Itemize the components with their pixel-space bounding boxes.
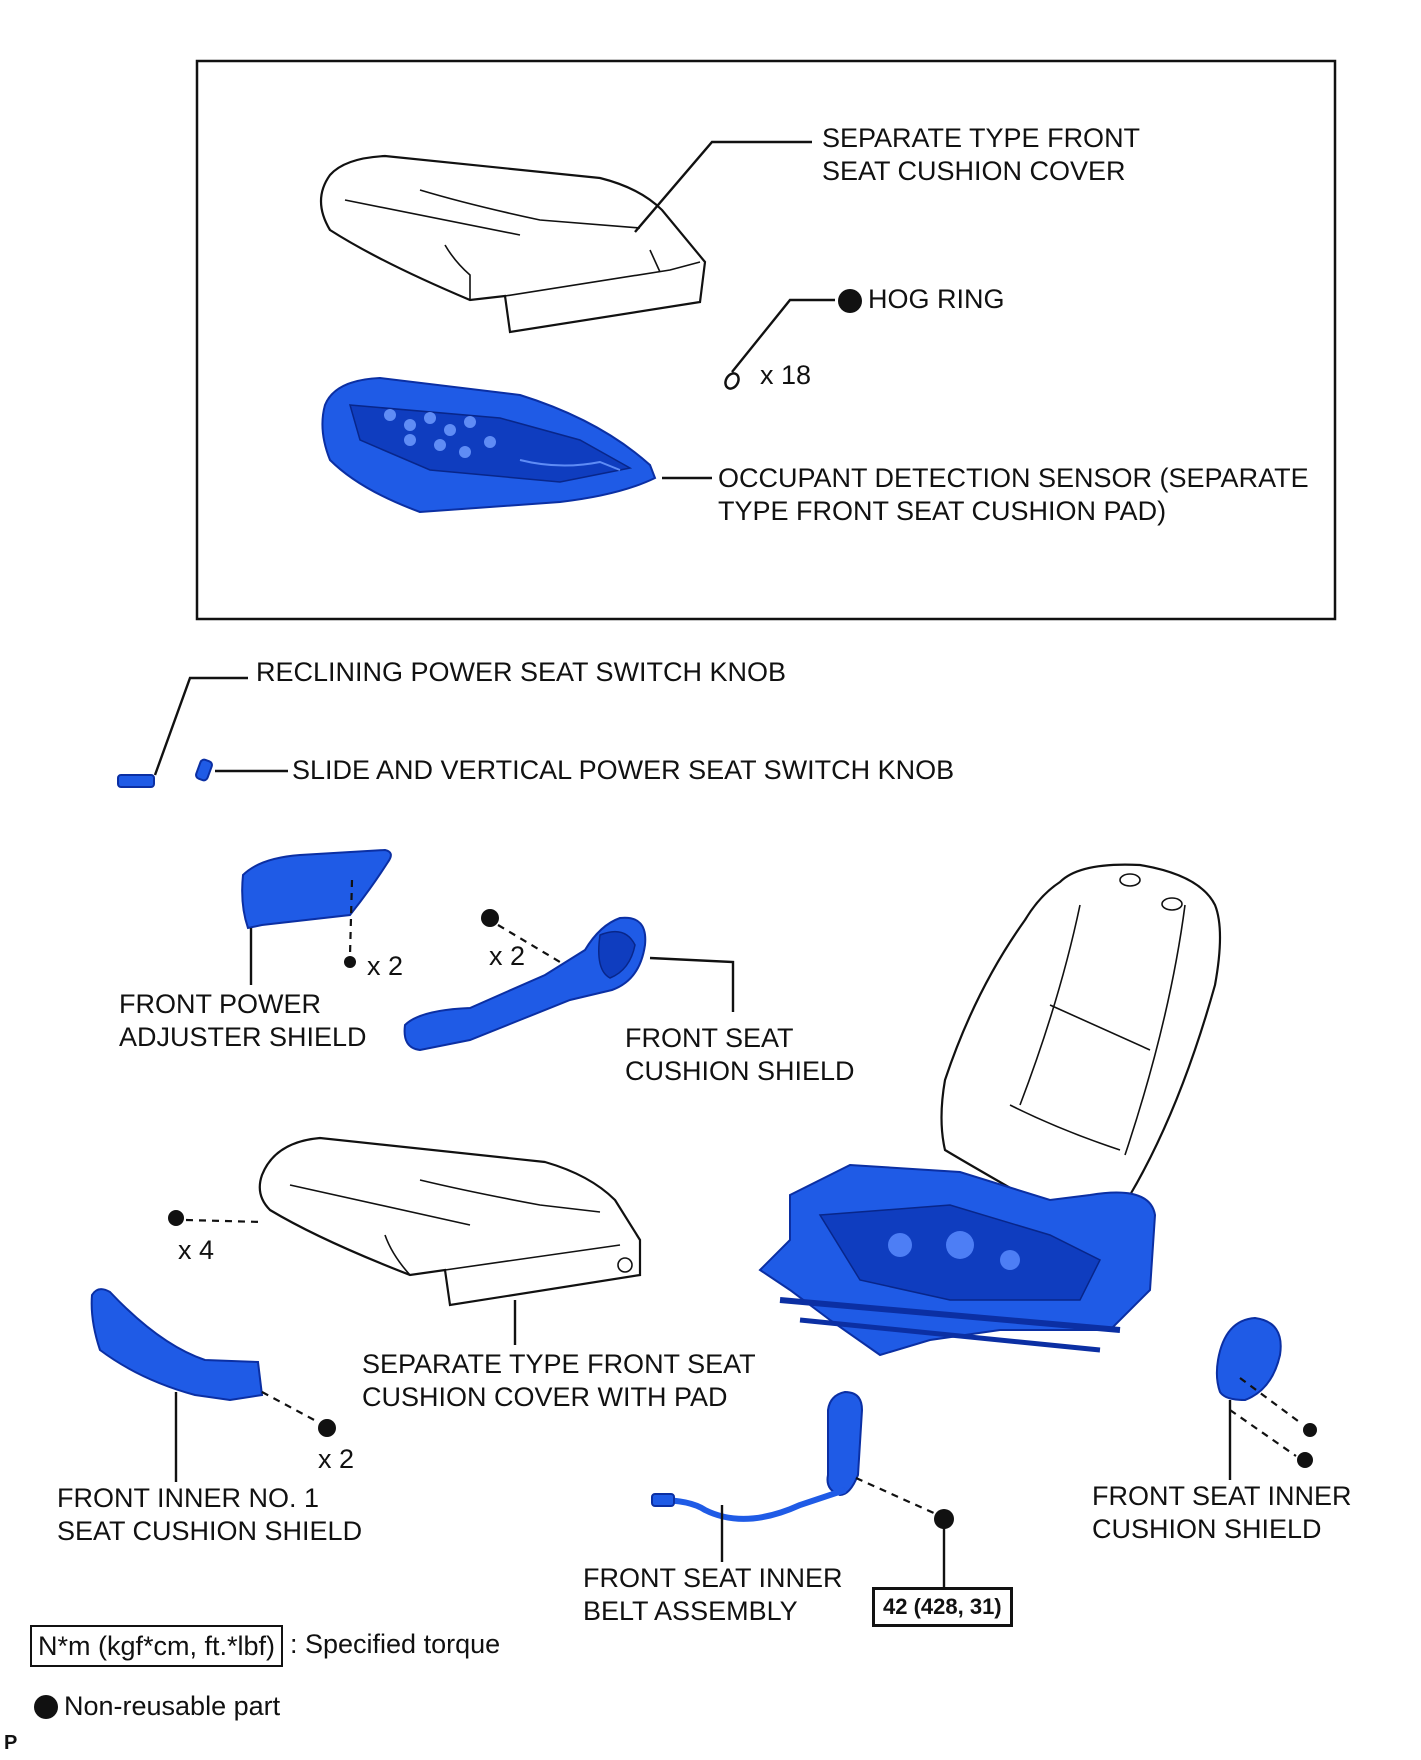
inner-belt-nut-icon xyxy=(934,1509,954,1529)
label-cover-with-pad-line2: CUSHION COVER WITH PAD xyxy=(362,1382,728,1412)
leader-lines xyxy=(153,140,1303,1592)
label-inner-no1-line2: SEAT CUSHION SHIELD xyxy=(57,1516,363,1546)
cushion-shield-clip-icon xyxy=(481,909,499,927)
torque-spec-box: 42 (428, 31) xyxy=(872,1587,1013,1627)
label-cushion-cover: SEPARATE TYPE FRONT SEAT CUSHION COVER xyxy=(822,122,1140,188)
power-adjuster-shield-illustration xyxy=(241,848,392,930)
label-inner-belt-line2: BELT ASSEMBLY xyxy=(583,1596,798,1626)
label-occupant-sensor-line2: TYPE FRONT SEAT CUSHION PAD) xyxy=(718,496,1167,526)
label-hog-ring-qty: x 18 xyxy=(760,360,812,390)
label-cushion-shield-qty: x 2 xyxy=(489,941,526,971)
corner-mark: P xyxy=(4,1732,18,1754)
label-hog-ring: HOG RING xyxy=(868,284,1005,314)
label-cover-with-pad-qty: x 4 xyxy=(178,1235,215,1265)
inner-cushion-screw-icon-1 xyxy=(1303,1423,1317,1437)
label-inner-no1-qty: x 2 xyxy=(318,1444,355,1474)
label-power-adjuster-line2: ADJUSTER SHIELD xyxy=(119,1022,367,1052)
reclining-knob-illustration xyxy=(117,774,155,788)
legend-nonreusable-desc: Non-reusable part xyxy=(64,1691,281,1721)
cushion-shield-illustration xyxy=(403,916,647,1052)
label-inner-cushion-shield: FRONT SEAT INNER CUSHION SHIELD xyxy=(1092,1480,1352,1546)
inner-no1-shield-illustration xyxy=(90,1288,264,1402)
label-cushion-shield-line2: CUSHION SHIELD xyxy=(625,1056,855,1086)
label-inner-belt: FRONT SEAT INNER BELT ASSEMBLY xyxy=(583,1562,843,1628)
label-inner-no1-shield: FRONT INNER NO. 1 SEAT CUSHION SHIELD xyxy=(57,1482,362,1548)
legend-torque-unit: N*m (kgf*cm, ft.*lbf) xyxy=(30,1625,284,1667)
label-power-adjuster-line1: FRONT POWER xyxy=(119,989,321,1019)
label-inner-belt-line1: FRONT SEAT INNER xyxy=(583,1563,843,1593)
power-adjuster-screw-icon xyxy=(344,956,356,968)
label-inner-no1-line1: FRONT INNER NO. 1 xyxy=(57,1483,320,1513)
label-power-adjuster-shield: FRONT POWER ADJUSTER SHIELD xyxy=(119,988,367,1054)
inner-no1-screw-icon xyxy=(318,1419,336,1437)
seat-assembly-illustration xyxy=(758,863,1222,1357)
cushion-cover-illustration xyxy=(319,154,707,334)
nonreusable-dot-icon xyxy=(838,289,862,313)
legend-nonreusable-dot-icon xyxy=(34,1695,58,1719)
label-power-adjuster-qty: x 2 xyxy=(367,951,404,981)
label-cushion-cover-line2: SEAT CUSHION COVER xyxy=(822,156,1126,186)
label-occupant-sensor: OCCUPANT DETECTION SENSOR (SEPARATE TYPE… xyxy=(718,462,1309,528)
legend-torque-desc: : Specified torque xyxy=(290,1629,501,1659)
label-cushion-cover-line1: SEPARATE TYPE FRONT xyxy=(822,123,1141,153)
inner-cushion-screw-icon-2 xyxy=(1297,1452,1313,1468)
label-slide-knob: SLIDE AND VERTICAL POWER SEAT SWITCH KNO… xyxy=(292,755,955,785)
inner-belt-illustration xyxy=(651,1390,864,1522)
subassembly-frame xyxy=(195,59,1337,621)
label-occupant-sensor-line1: OCCUPANT DETECTION SENSOR (SEPARATE xyxy=(718,463,1309,493)
cover-with-pad-clip-icon xyxy=(168,1210,184,1226)
label-cushion-shield-line1: FRONT SEAT xyxy=(625,1023,794,1053)
label-cushion-shield: FRONT SEAT CUSHION SHIELD xyxy=(625,1022,855,1088)
occupant-sensor-illustration xyxy=(321,376,657,514)
inner-cushion-shield-illustration xyxy=(1215,1316,1282,1402)
label-cover-with-pad-line1: SEPARATE TYPE FRONT SEAT xyxy=(362,1349,756,1379)
label-cover-with-pad: SEPARATE TYPE FRONT SEAT CUSHION COVER W… xyxy=(362,1348,756,1414)
label-inner-cushion-line1: FRONT SEAT INNER xyxy=(1092,1481,1352,1511)
cover-with-pad-illustration xyxy=(258,1136,642,1307)
label-inner-cushion-line2: CUSHION SHIELD xyxy=(1092,1514,1322,1544)
hog-ring-icon xyxy=(724,372,740,390)
slide-knob-illustration xyxy=(195,758,213,782)
label-reclining-knob: RECLINING POWER SEAT SWITCH KNOB xyxy=(256,657,787,687)
